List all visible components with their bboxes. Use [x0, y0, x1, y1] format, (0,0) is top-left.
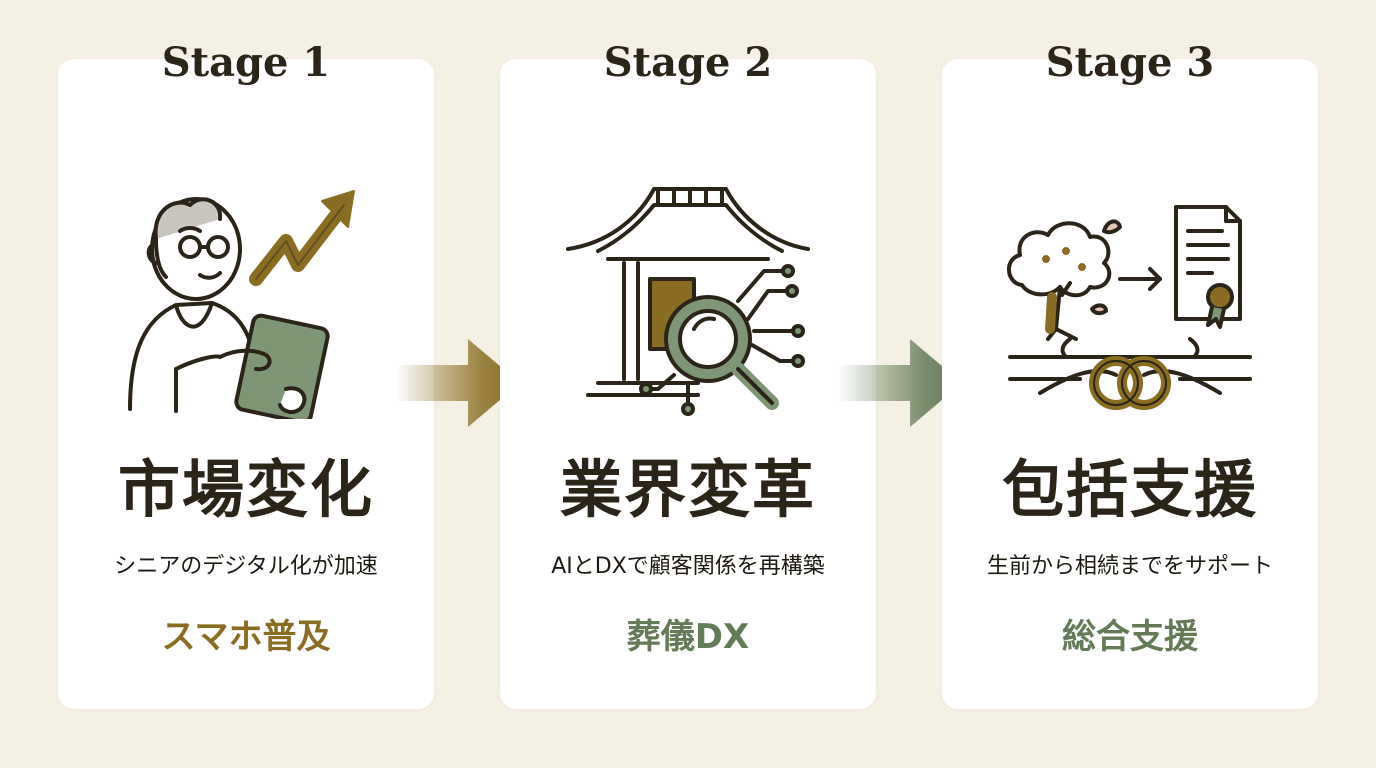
stage-label: Stage 1 [161, 39, 331, 86]
arrow-right-icon [838, 335, 968, 431]
stage-subtitle: AIとDXで顧客関係を再構築 [551, 554, 825, 579]
stage-title: 包括支援 [1001, 453, 1258, 526]
tree-certificate-linked-hands-icon [1000, 179, 1260, 419]
stage-title: 市場変化 [117, 453, 374, 526]
arrow-right-icon [396, 335, 526, 431]
senior-with-tablet-and-growth-arrow-icon [116, 179, 376, 425]
stage-highlight: 葬儀DX [626, 617, 750, 657]
stage-highlight: 総合支援 [1062, 617, 1198, 657]
stage-title: 業界変革 [559, 453, 816, 526]
stage-subtitle: 生前から相続までをサポート [986, 554, 1273, 579]
stage-highlight: スマホ普及 [161, 617, 331, 657]
stage-label: Stage 3 [1045, 39, 1215, 86]
stage-card-3: Stage 3 [942, 39, 1318, 709]
stage-label: Stage 2 [603, 39, 773, 86]
stage-subtitle: シニアのデジタル化が加速 [114, 554, 378, 579]
temple-with-magnifier-network-icon [558, 179, 818, 419]
stage-card-2: Stage 2 [500, 39, 876, 709]
stage-card-1: Stage 1 [58, 39, 434, 709]
